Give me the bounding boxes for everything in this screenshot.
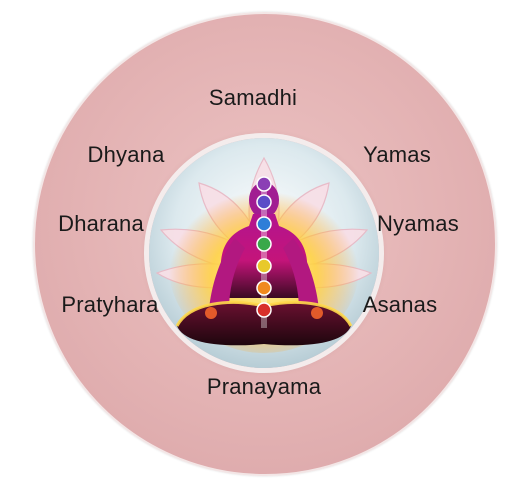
limb-label-dhyana: Dhyana — [87, 142, 165, 167]
chakra-root-icon — [256, 302, 272, 318]
chakra-heart-icon — [256, 236, 272, 252]
limb-label-nyamas: Nyamas — [377, 211, 459, 236]
chakra-column — [256, 176, 272, 328]
meditating-figure — [175, 182, 353, 346]
chakra-crown-icon — [256, 176, 272, 192]
limb-label-dharana: Dharana — [58, 211, 144, 236]
meditation-figure-svg — [149, 138, 379, 368]
limb-label-samadhi: Samadhi — [208, 85, 298, 110]
chakra-throat-icon — [256, 216, 272, 232]
limb-label-pranayama: Pranayama — [206, 374, 322, 399]
center-illustration — [149, 138, 379, 368]
limb-label-yamas: Yamas — [363, 142, 431, 167]
chakra-third-eye-icon — [256, 194, 272, 210]
chakra-solar-plexus-icon — [256, 258, 272, 274]
limb-label-pratyhara: Pratyhara — [61, 292, 159, 317]
chakra-sacral-icon — [256, 280, 272, 296]
limb-label-asanas: Asanas — [362, 292, 438, 317]
